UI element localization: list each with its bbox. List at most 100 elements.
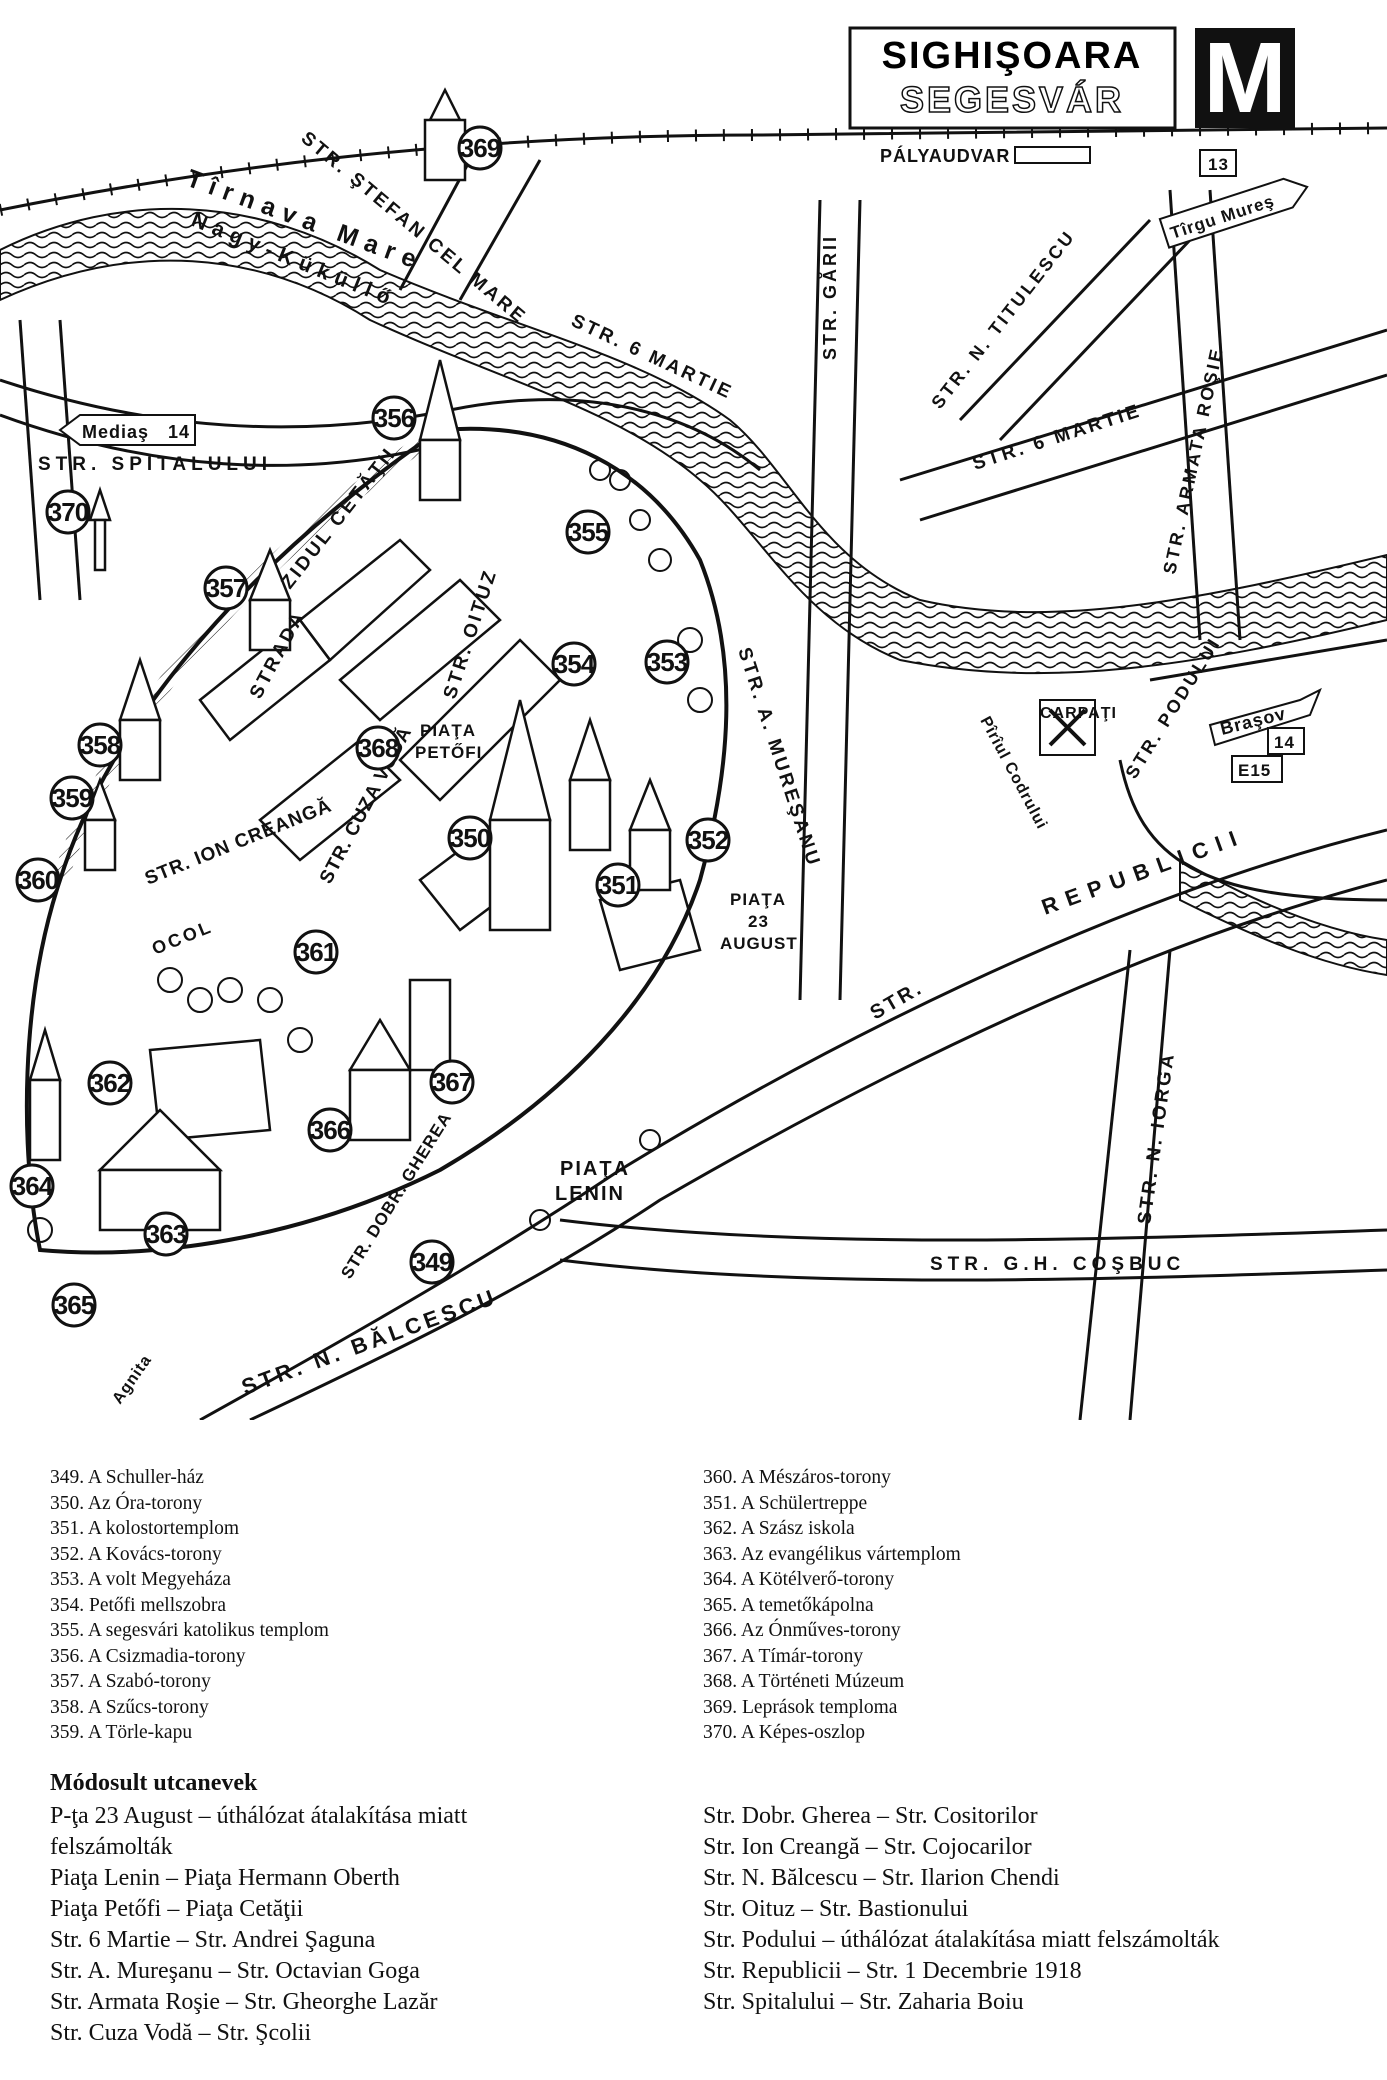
label-creanga: STR. ION CREANGĂ <box>142 794 335 889</box>
trees <box>27 459 713 1243</box>
legend-right: 360. A Mészáros-torony 351. A Schülertre… <box>703 1465 961 1746</box>
change-item: Str. Oituz – Str. Bastionului <box>703 1896 969 1922</box>
label-muresanu: STR. A. MUREŞANU <box>733 645 824 870</box>
label-p23-1: PIAŢA <box>730 890 786 909</box>
legend-item: 363. Az evangélikus vártemplom <box>703 1543 961 1565</box>
change-item: Str. Dobr. Gherea – Str. Cositorilor <box>703 1803 1038 1829</box>
legend-item: 353. A volt Megyeháza <box>50 1569 231 1590</box>
legend-item: 359. A Törle-kapu <box>50 1722 193 1743</box>
poi-359: 359 <box>49 775 95 821</box>
poi-358: 358 <box>77 722 123 768</box>
map-svg: SIGHIŞOARA SEGESVÁR M Mediaş 14 Tîrgu Mu… <box>0 22 1387 1420</box>
road-network <box>0 159 1387 1420</box>
poi-365: 365 <box>51 1282 97 1328</box>
poi-markers: 349 350 351 352 353 354 355 356 357 358 … <box>9 125 731 1328</box>
svg-text:366: 366 <box>310 1115 351 1145</box>
label-carpati: CARPAŢI <box>1040 705 1117 722</box>
poi-355: 355 <box>565 509 611 555</box>
poi-368: 368 <box>355 725 401 771</box>
carpati-restaurant <box>1039 699 1096 756</box>
svg-text:361: 361 <box>296 937 337 967</box>
poi-370: 370 <box>45 489 91 535</box>
station-building <box>1014 146 1091 164</box>
poi-349: 349 <box>409 1239 455 1285</box>
label-lenin-1: PIAŢA <box>560 1158 630 1180</box>
svg-text:352: 352 <box>688 825 729 855</box>
svg-text:14: 14 <box>168 422 190 442</box>
svg-text:359: 359 <box>52 783 93 813</box>
towers <box>28 87 672 1232</box>
label-p23-2: 23 <box>748 912 769 931</box>
changes-left: P-ţa 23 August – úthálózat átalakítása m… <box>50 1801 650 2049</box>
change-item: Str. Cuza Vodă – Str. Şcolii <box>50 2020 312 2046</box>
label-balcescu: STR. N. BĂLCESCU <box>238 1284 501 1400</box>
change-item: Str. N. Bălcescu – Str. Ilarion Chendi <box>703 1865 1060 1891</box>
svg-text:Mediaş: Mediaş <box>82 422 149 442</box>
change-item: Str. Republicii – Str. 1 Decembrie 1918 <box>703 1958 1082 1984</box>
label-cosbuc: STR. G.H. COŞBUC <box>930 1254 1185 1275</box>
legend-item: 356. A Csizmadia-torony <box>50 1645 246 1667</box>
poi-351: 351 <box>595 862 641 908</box>
legend-item: 368. A Történeti Múzeum <box>703 1671 905 1692</box>
sign-medias: Mediaş 14 <box>58 414 196 446</box>
legend-item: 351. A Schülertreppe <box>703 1492 868 1514</box>
svg-text:354: 354 <box>554 649 596 679</box>
change-item: Piaţa Lenin – Piaţa Hermann Oberth <box>50 1865 400 1891</box>
legend-item: 354. Petőfi mellszobra <box>50 1594 227 1616</box>
sign-tirgu-num-box <box>1199 149 1237 177</box>
poi-361: 361 <box>293 929 339 975</box>
svg-text:349: 349 <box>412 1247 453 1277</box>
label-martie6b: STR. 6 MARTIE <box>970 400 1144 474</box>
change-item: Str. Ion Creangă – Str. Cojocarilor <box>703 1834 1032 1860</box>
poi-354: 354 <box>551 641 597 687</box>
legend-item: 369. Leprások temploma <box>703 1696 898 1718</box>
map-subtitle: SEGESVÁR <box>900 79 1124 120</box>
svg-text:369: 369 <box>460 133 501 163</box>
poi-364: 364 <box>9 1163 55 1209</box>
label-garii: STR. GĂRII <box>819 234 840 360</box>
map-title: SIGHIŞOARA <box>882 35 1143 77</box>
legend-item: 352. A Kovács-torony <box>50 1543 222 1565</box>
sign-tirgu-num: 13 <box>1208 155 1229 174</box>
poi-360: 360 <box>15 857 61 903</box>
svg-text:367: 367 <box>432 1067 473 1097</box>
label-iorga: STR. N. IORGA <box>1134 1050 1179 1225</box>
legend-item: 370. A Képes-oszlop <box>703 1722 865 1743</box>
poi-366: 366 <box>307 1107 353 1153</box>
poi-356: 356 <box>371 395 417 441</box>
label-palyaudvar: PÁLYAUDVAR <box>880 145 1010 166</box>
svg-text:360: 360 <box>18 865 59 895</box>
railway <box>0 122 1387 216</box>
poi-363: 363 <box>143 1211 189 1257</box>
change-item: Str. 6 Martie – Str. Andrei Şaguna <box>50 1927 376 1953</box>
svg-text:363: 363 <box>146 1219 187 1249</box>
sign-brasov: Braşov 14 E15 <box>1208 687 1322 783</box>
svg-text:358: 358 <box>80 730 121 760</box>
legend-item: 351. A kolostortemplom <box>50 1518 240 1539</box>
poi-362: 362 <box>87 1060 133 1106</box>
title-box: SIGHIŞOARA SEGESVÁR M <box>848 22 1295 134</box>
svg-text:351: 351 <box>598 870 639 900</box>
svg-text:370: 370 <box>48 497 89 527</box>
legend-item: 366. Az Ónműves-torony <box>703 1620 901 1641</box>
legend-item: 349. A Schuller-ház <box>50 1467 204 1488</box>
svg-text:365: 365 <box>54 1290 95 1320</box>
svg-text:364: 364 <box>12 1171 54 1201</box>
map-area: SIGHIŞOARA SEGESVÁR M Mediaş 14 Tîrgu Mu… <box>0 22 1387 1420</box>
legend-item: 355. A segesvári katolikus templom <box>50 1620 329 1641</box>
svg-text:362: 362 <box>90 1068 131 1098</box>
citadel-wall-hatch <box>52 423 445 883</box>
svg-text:14: 14 <box>1274 733 1295 752</box>
legend-item: 362. A Szász iskola <box>703 1518 855 1539</box>
change-item: P-ţa 23 August – úthálózat átalakítása m… <box>50 1803 468 1829</box>
label-p23-3: AUGUST <box>720 934 798 953</box>
poi-352: 352 <box>685 817 731 863</box>
legend-item: 357. A Szabó-torony <box>50 1671 211 1692</box>
sign-tirgu-mures: Tîrgu Mureş <box>1158 177 1309 249</box>
label-oituz: STR. OITUZ <box>440 566 502 701</box>
svg-text:368: 368 <box>358 733 399 763</box>
poi-353: 353 <box>644 639 690 685</box>
change-item: felszámolták <box>50 1834 173 1860</box>
svg-text:353: 353 <box>647 647 688 677</box>
change-item: Str. Armata Roşie – Str. Gheorghe Lazăr <box>50 1989 438 2015</box>
